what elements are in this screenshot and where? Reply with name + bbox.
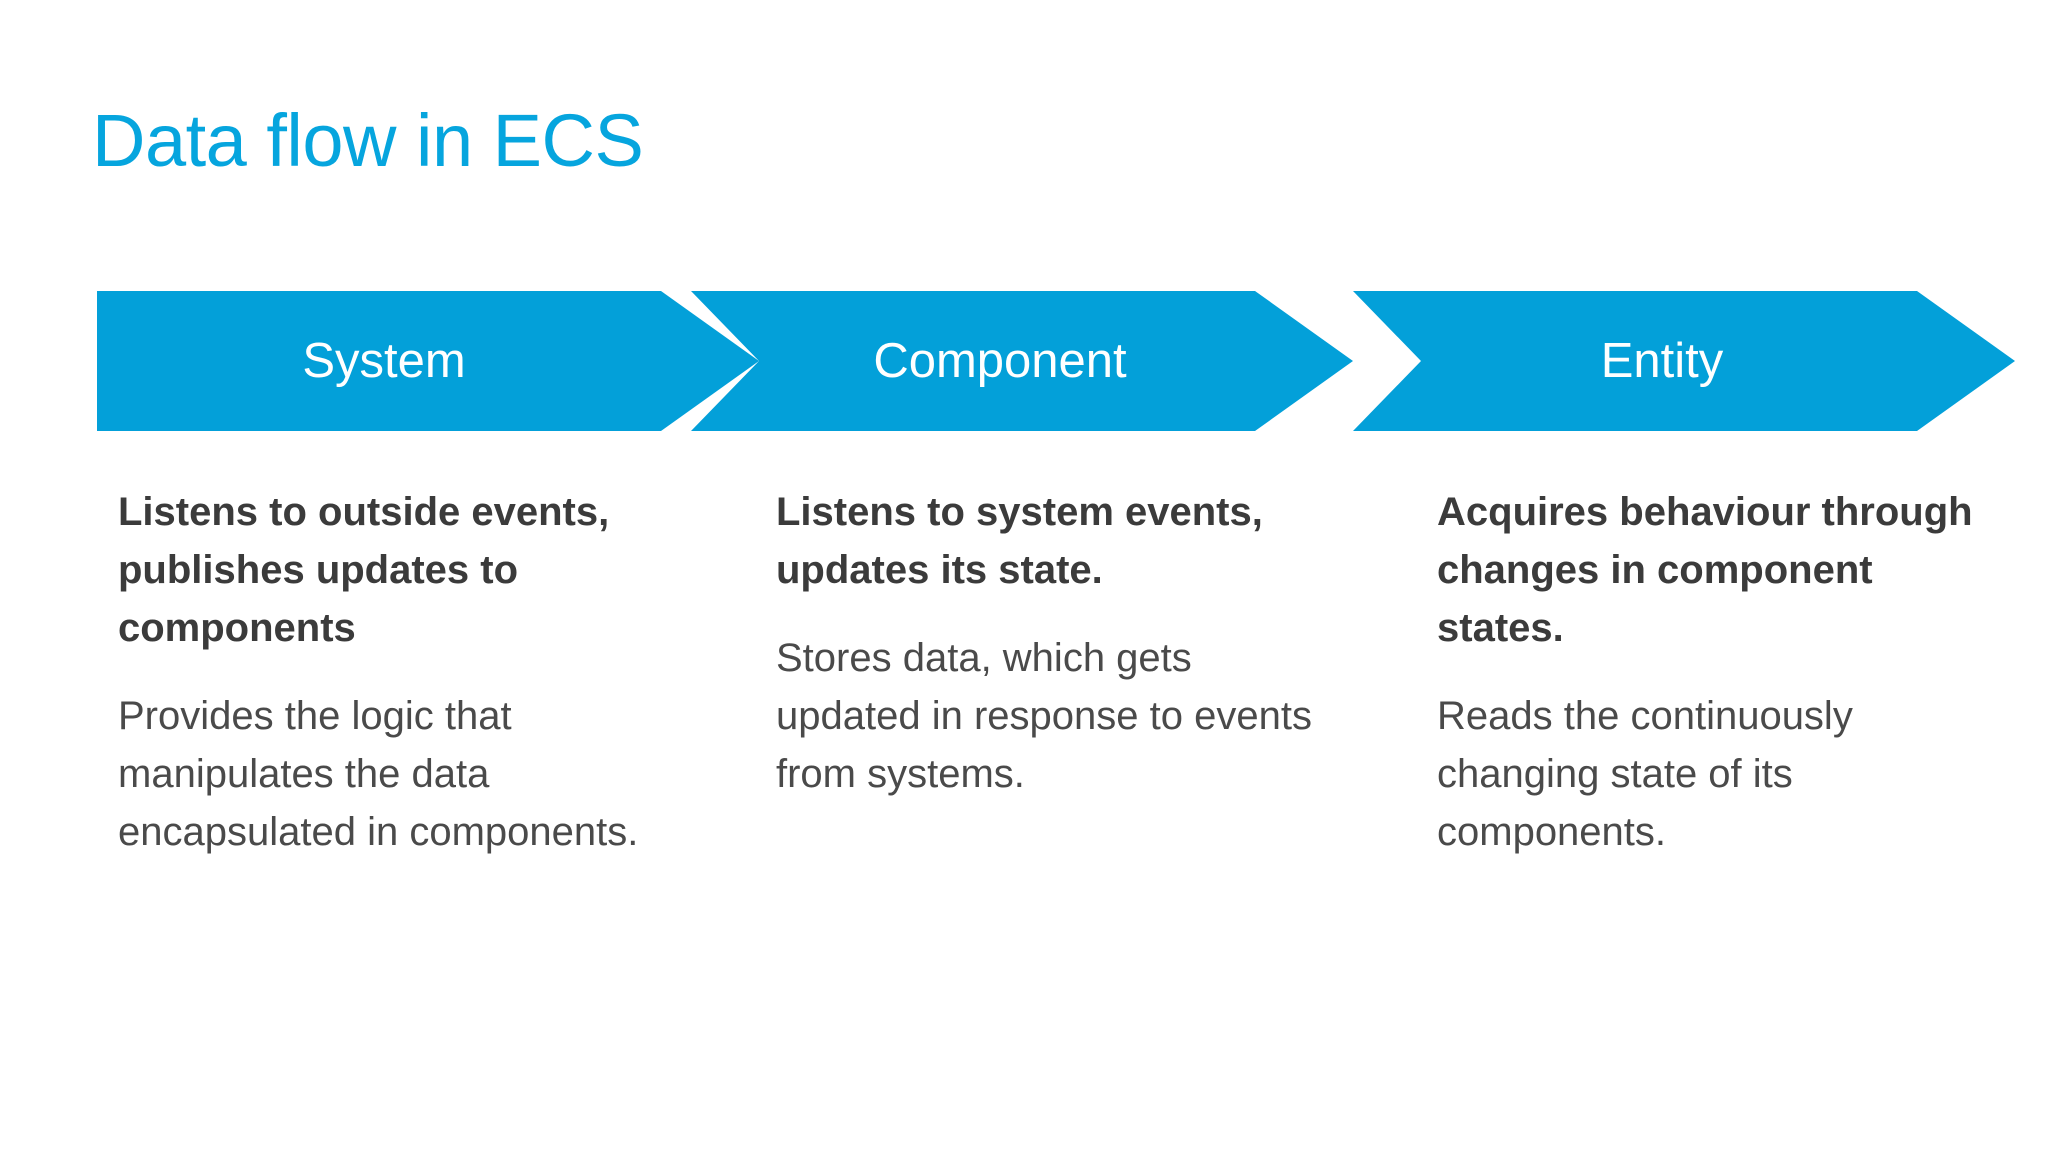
chevron-step-component-label: Component [873, 333, 1127, 388]
description-columns: Listens to outside events, publishes upd… [0, 483, 2048, 963]
chevron-step-system[interactable]: System [97, 291, 759, 431]
chevron-step-component[interactable]: Component [691, 291, 1353, 431]
process-chevron-band: System Component Entity [0, 291, 2048, 431]
column-system-body: Provides the logic that manipulates the … [118, 694, 639, 854]
chevron-step-entity[interactable]: Entity [1353, 291, 2015, 431]
column-component: Listens to system events, updates its st… [776, 483, 1316, 803]
chevron-step-system-label: System [302, 333, 466, 388]
chevron-step-entity-label: Entity [1600, 333, 1724, 388]
column-entity-body: Reads the continuously changing state of… [1437, 694, 1853, 854]
page-title: Data flow in ECS [92, 99, 644, 182]
column-entity-heading: Acquires behaviour through changes in co… [1437, 490, 1973, 650]
column-entity: Acquires behaviour through changes in co… [1437, 483, 1977, 861]
column-system-heading: Listens to outside events, publishes upd… [118, 490, 610, 650]
column-system: Listens to outside events, publishes upd… [118, 483, 648, 861]
column-component-heading: Listens to system events, updates its st… [776, 490, 1263, 592]
column-component-body: Stores data, which gets updated in respo… [776, 636, 1312, 796]
